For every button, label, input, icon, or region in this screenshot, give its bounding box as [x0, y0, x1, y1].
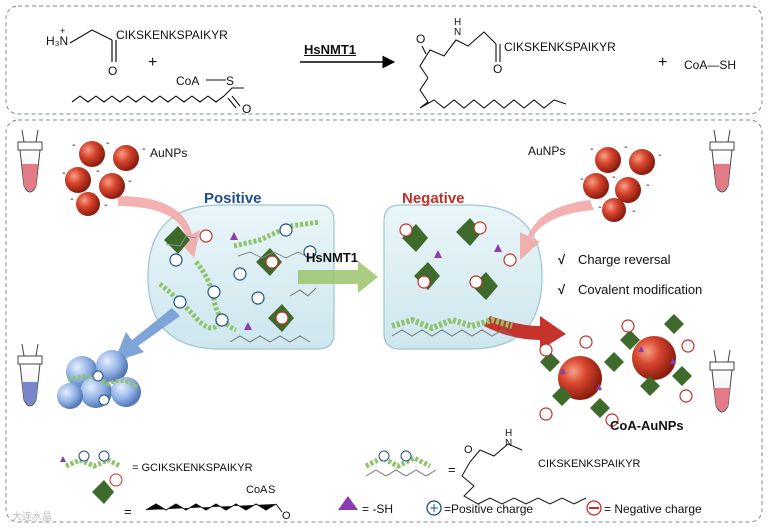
positive-chamber-contents [158, 219, 321, 343]
peptide-sequence: CIKSKENKSPAIKYR [116, 28, 228, 42]
svg-text:-: - [96, 166, 100, 177]
legend-acyl-coa: CoA [246, 484, 268, 496]
legend-acyl-eq: = [124, 504, 132, 519]
legend-graphics: + [60, 443, 602, 516]
negative-chamber-contents [391, 218, 517, 337]
positive-label: Positive [204, 190, 262, 207]
svg-text:-: - [612, 172, 616, 183]
legend-product-o: O [464, 444, 473, 456]
thioester-o: O [242, 102, 252, 116]
aggregation-arrow [114, 308, 180, 362]
svg-text:-: - [590, 144, 594, 155]
tube-bottom-left [17, 343, 43, 407]
legend-positive-text: =Positive charge [444, 502, 534, 516]
modification-arrow [484, 316, 566, 350]
check-mark-2: √ [558, 282, 566, 297]
svg-text:-: - [658, 150, 662, 161]
peptide-structure [69, 29, 117, 62]
aunps-label-left: AuNPs [150, 146, 188, 160]
svg-text:-: - [104, 200, 108, 211]
coa-label: CoA [176, 74, 200, 88]
product-h: H [454, 17, 462, 28]
product-o-left: O [416, 32, 426, 46]
enzyme-label-mid: HsNMT1 [306, 250, 359, 265]
coash-label: CoA—SH [684, 58, 737, 72]
legend-product-n: N [505, 438, 513, 449]
carbonyl-o: O [108, 64, 118, 78]
aggregated-aunps [57, 350, 141, 409]
thioester-s: S [226, 74, 235, 88]
svg-text:-: - [142, 144, 146, 155]
product-o-right: O [493, 62, 503, 76]
enzyme-label-top: HsNMT1 [304, 42, 357, 57]
reaction-plus-2: + [658, 54, 668, 71]
legend-product-seq: CIKSKENKSPAIKYR [538, 458, 641, 470]
aunps-label-right: AuNPs [528, 144, 566, 158]
aunps-cluster-left: - - - - - - - - [62, 138, 146, 216]
aunp-arrow-right [520, 200, 594, 260]
coa-aunps-label: CoA-AuNPs [610, 418, 684, 433]
tube-bottom-right [709, 349, 735, 413]
product-sequence: CIKSKENKSPAIKYR [504, 40, 616, 54]
aunp-arrow-left [118, 196, 200, 258]
legend-product-h: H [505, 428, 513, 439]
svg-text:-: - [646, 180, 650, 191]
reaction-plus: + [148, 54, 158, 71]
svg-text:-: - [632, 206, 636, 217]
legend-acyl-o: O [282, 510, 291, 522]
legend-product-eq: = [448, 462, 456, 477]
watermark: 大连水晶 [12, 512, 52, 523]
reaction-frame [5, 5, 763, 115]
amine-charge: + [60, 26, 66, 36]
svg-text:-: - [580, 174, 584, 185]
svg-text:-: - [70, 194, 74, 205]
legend-peptide-text: = GCIKSKENKSPAIKYR [132, 462, 253, 474]
legend-sh-text: = -SH [362, 502, 394, 516]
svg-text:-: - [106, 138, 110, 149]
check-mark-1: √ [558, 252, 566, 267]
tube-top-right [709, 129, 735, 193]
tube-top-left [17, 129, 43, 193]
svg-text:-: - [128, 176, 132, 187]
svg-text:-: - [62, 168, 66, 179]
svg-text:+: + [429, 501, 439, 515]
hsnmt1-arrow [298, 261, 378, 293]
check-text-1: Charge reversal [578, 252, 671, 267]
scheme-frame [5, 119, 763, 523]
myristoyl-chain [71, 79, 244, 109]
coa-aunps [539, 314, 695, 427]
product-n: N [454, 27, 462, 38]
peptide-amine: H₃N [46, 34, 69, 48]
svg-text:-: - [624, 142, 628, 153]
negative-label: Negative [402, 190, 465, 207]
svg-text:-: - [72, 140, 76, 151]
aunps-cluster-right: - - - - - - - - [580, 142, 662, 222]
legend-acyl-s: S [268, 484, 276, 496]
product-structure [419, 31, 567, 109]
svg-text:-: - [598, 202, 602, 213]
legend-negative-text: = Negative charge [604, 502, 702, 516]
check-text-2: Covalent modification [578, 282, 703, 297]
